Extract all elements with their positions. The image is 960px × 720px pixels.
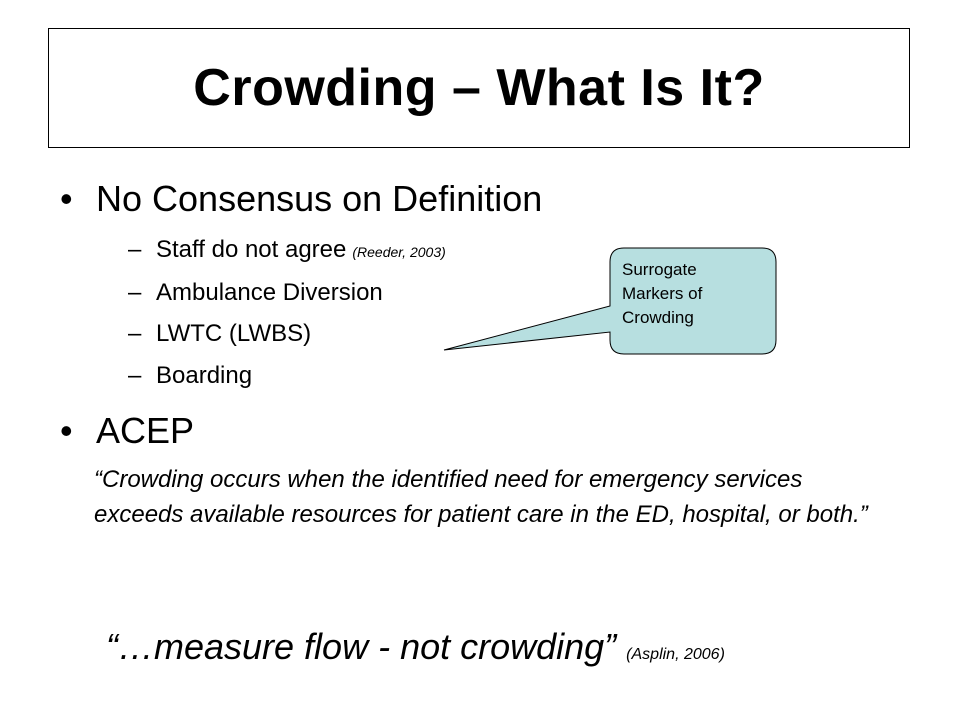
sub-text: Staff do not agree (156, 236, 347, 263)
title-box: Crowding – What Is It? (48, 28, 910, 148)
sub-text: Boarding (156, 362, 253, 389)
subitem-lwtc: – LWTC (LWBS) (128, 320, 311, 348)
bullet-no-consensus: • No Consensus on Definition (60, 178, 542, 220)
slide-title: Crowding – What Is It? (193, 59, 765, 117)
bullet-text: ACEP (96, 410, 195, 451)
bullet-dot: • (60, 178, 73, 219)
bullet-text: No Consensus on Definition (96, 178, 543, 219)
sub-dash: – (128, 279, 142, 306)
sub-dash: – (128, 236, 142, 263)
callout-line: Surrogate (622, 260, 697, 279)
callout-line: Crowding (622, 308, 694, 327)
callout-text: Surrogate Markers of Crowding (622, 258, 772, 330)
sub-dash: – (128, 320, 142, 347)
callout-line: Markers of (622, 284, 703, 303)
sub-text: Ambulance Diversion (156, 279, 383, 306)
closing-quote-text: “…measure flow - not crowding” (106, 626, 617, 667)
citation-asplin: (Asplin, 2006) (626, 646, 725, 663)
sub-text: LWTC (LWBS) (156, 320, 312, 347)
sub-dash: – (128, 362, 142, 389)
subitem-ambulance: – Ambulance Diversion (128, 279, 383, 307)
subitem-staff: – Staff do not agree (Reeder, 2003) (128, 236, 446, 264)
bullet-dot: • (60, 410, 73, 451)
bullet-acep: • ACEP (60, 410, 194, 452)
citation-reeder: (Reeder, 2003) (352, 244, 446, 260)
subitem-boarding: – Boarding (128, 362, 252, 390)
callout-bubble (443, 247, 777, 355)
closing-quote: “…measure flow - not crowding” (Asplin, 2… (106, 626, 725, 668)
acep-quote: “Crowding occurs when the identified nee… (94, 466, 868, 528)
